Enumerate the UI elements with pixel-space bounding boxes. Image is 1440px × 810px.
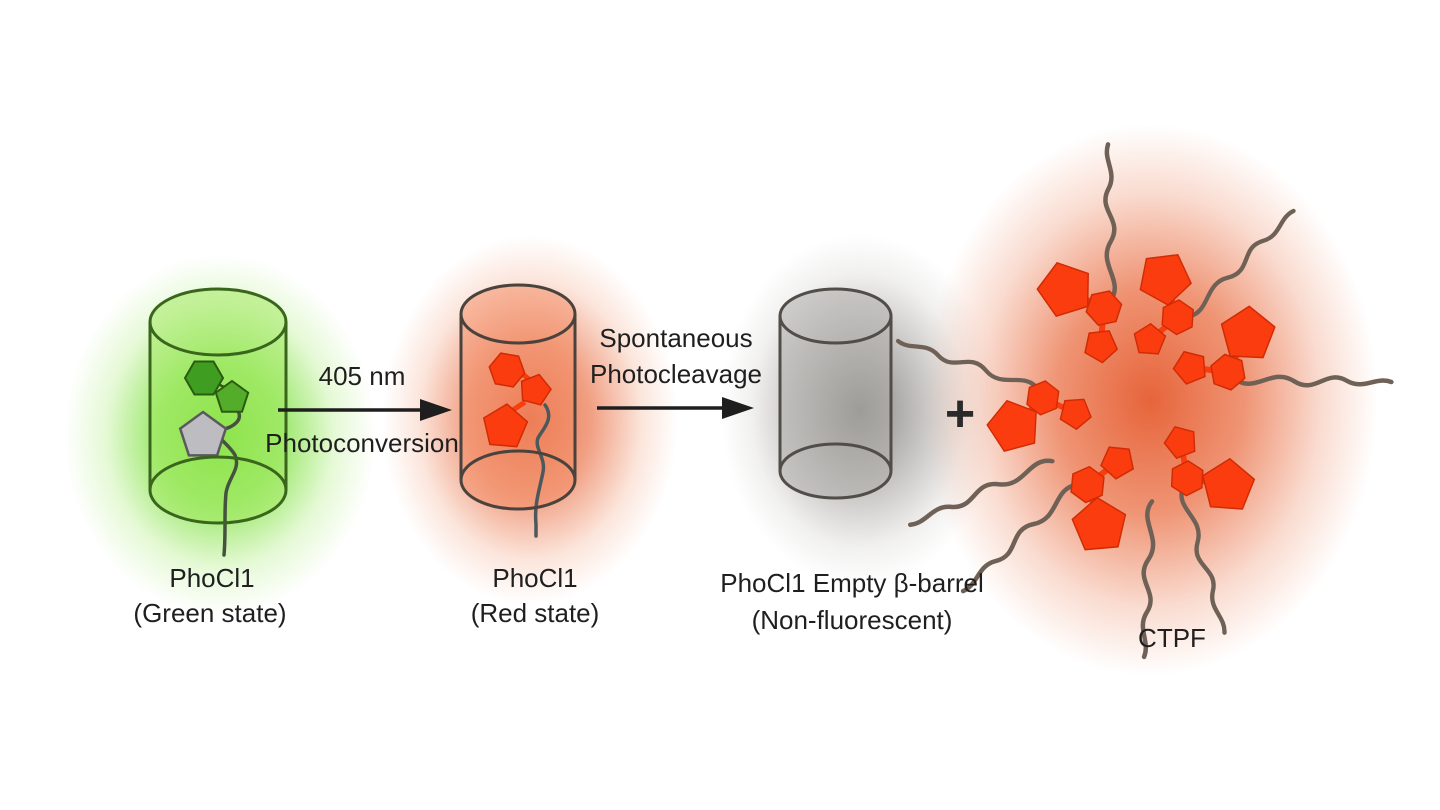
photoconversion-label: Photoconversion [265, 428, 459, 458]
barrel-body [461, 285, 575, 509]
empty-barrel [778, 287, 893, 500]
barrel-body [780, 289, 891, 498]
chromophore-unit [1163, 265, 1391, 463]
green-state-barrel [148, 287, 288, 557]
chromophore-gray-pentagon [178, 410, 228, 457]
chromophore-hexagon [488, 352, 526, 388]
red-state-subtitle: (Red state) [470, 598, 600, 628]
peptide-tail [215, 406, 242, 557]
wavelength-label: 405 nm [318, 361, 406, 391]
barrel-body [150, 289, 286, 523]
photocleavage-label: Photocleavage [589, 359, 763, 389]
arrowhead [722, 397, 754, 419]
chromophore-hexagon [183, 360, 225, 396]
arrowhead [420, 399, 452, 421]
chromophore-big-pentagon [482, 403, 529, 448]
chromophore-pentagon [520, 373, 552, 406]
red-state-title: PhoCl1 [492, 563, 578, 593]
green-state-subtitle: (Green state) [133, 598, 287, 628]
ctpf-label: CTPF [1138, 623, 1206, 653]
empty-barrel-subtitle: (Non-fluorescent) [751, 605, 953, 635]
photoconversion-arrow [278, 399, 452, 421]
chromophore-pentagon [214, 379, 250, 413]
chromophore-unit [1100, 411, 1317, 633]
chromophore-unit [898, 319, 1094, 463]
plus-operator: + [944, 385, 976, 443]
photocleavage-arrow [597, 397, 754, 419]
peptide-tail [533, 403, 551, 538]
spontaneous-label: Spontaneous [599, 323, 753, 353]
chromophore-unit [1117, 171, 1294, 385]
red-state-barrel [459, 283, 577, 538]
green-state-title: PhoCl1 [169, 563, 255, 593]
chromophore-unit [963, 412, 1152, 637]
empty-barrel-title: PhoCl1 Empty β-barrel [720, 568, 984, 598]
